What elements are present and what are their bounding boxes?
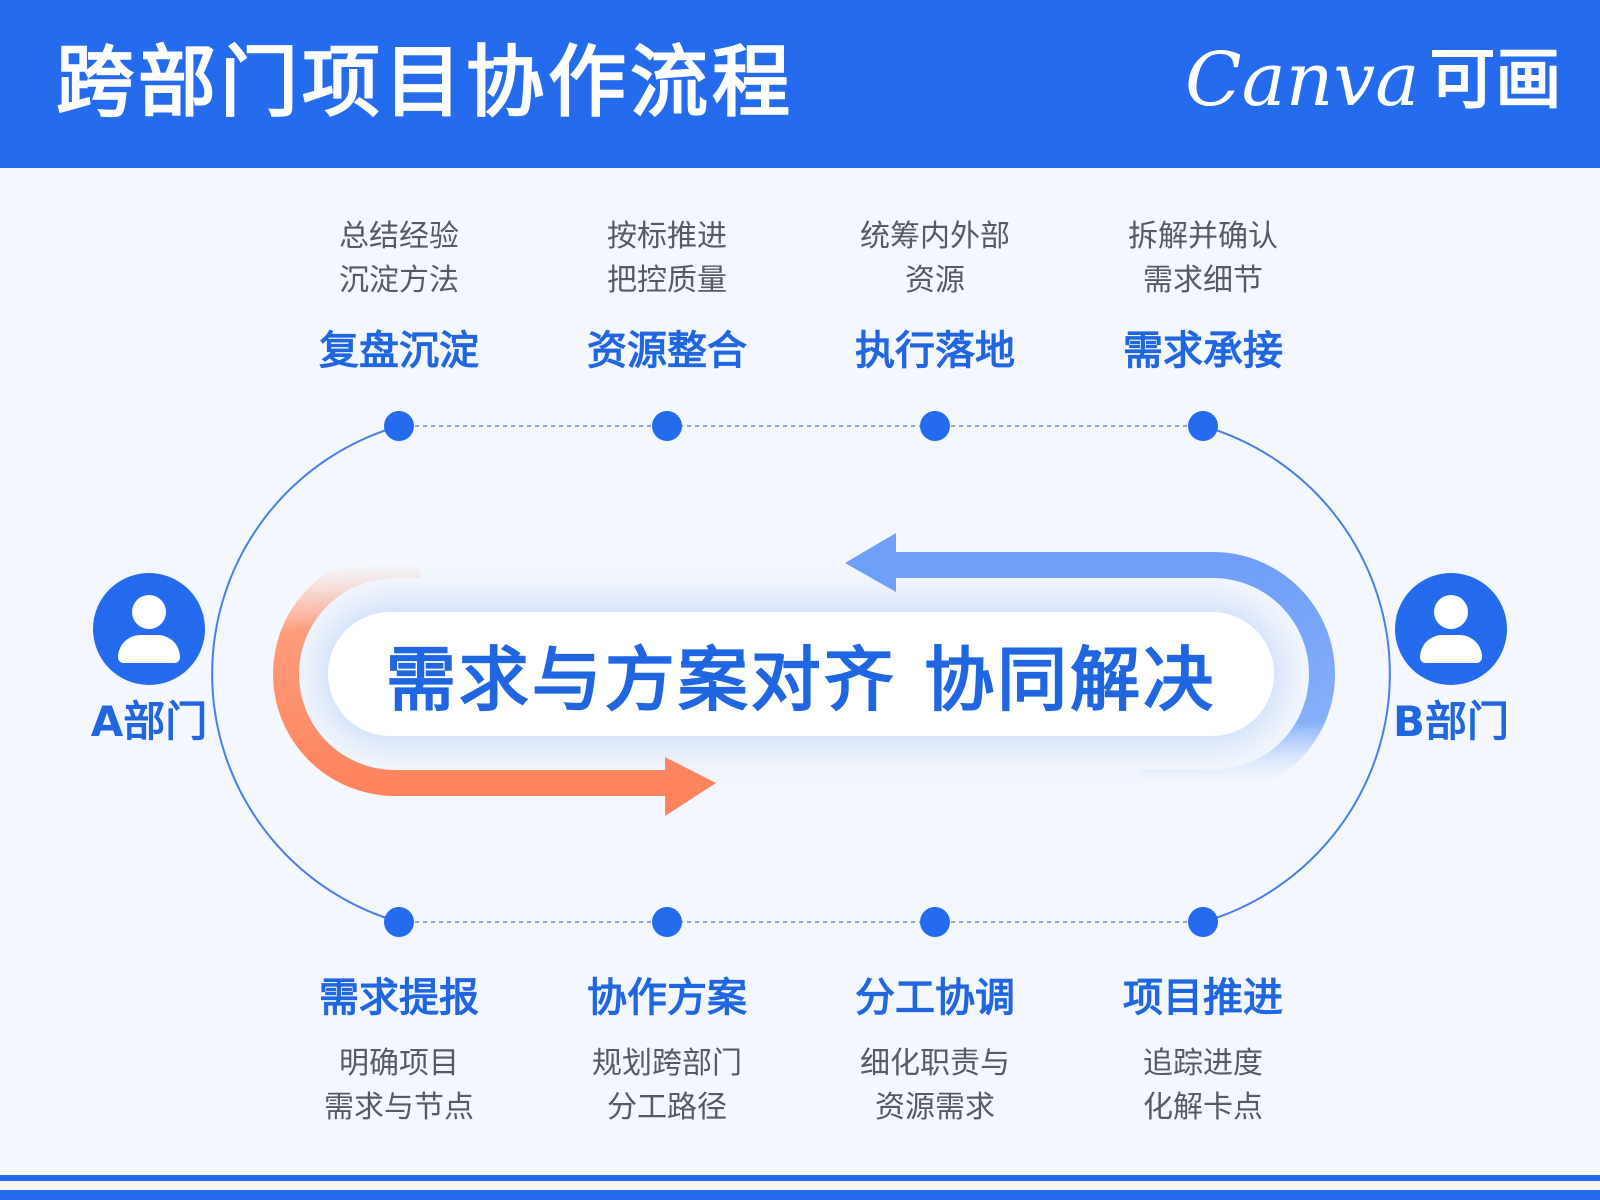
step-node-top-2 [652,411,682,441]
step-title: 复盘沉淀 [319,328,479,374]
step-requirement-submit: 需求提报 明确项目需求与节点 [269,970,529,1130]
loop-left-arc [211,425,400,923]
department-b-label: B部门 [1392,697,1509,746]
step-description: 总结经验沉淀方法 [339,219,459,298]
step-description: 统筹内外部资源 [860,219,1010,298]
person-icon [93,573,205,685]
step-requirement-intake: 拆解并确认需求细节 需求承接 [1073,215,1333,379]
step-title: 项目推进 [1123,975,1283,1021]
brand-logo: Canva 可画 [1185,30,1561,130]
department-a-label: A部门 [90,697,208,746]
step-node-bottom-4 [1188,907,1218,937]
center-goal-pill: 需求与方案对齐 协同解决 [328,612,1274,736]
step-title: 需求提报 [319,975,479,1021]
step-title: 需求承接 [1123,328,1283,374]
blue-arrowhead [845,533,896,592]
step-node-top-4 [1188,411,1218,441]
step-review: 总结经验沉淀方法 复盘沉淀 [269,215,529,379]
person-icon [1395,573,1507,685]
blue-flow-arrow [892,552,1335,796]
brand-name: Canva [1185,37,1420,123]
step-task-coordination: 分工协调 细化职责与资源需求 [805,970,1065,1130]
step-description: 细化职责与资源需求 [860,1046,1010,1125]
department-a: A部门 [69,573,229,747]
step-title: 分工协调 [855,975,1015,1021]
brand-name-cn: 可画 [1429,41,1562,118]
step-node-bottom-1 [384,907,414,937]
step-description: 按标推进把控质量 [607,219,727,298]
step-node-top-3 [920,411,950,441]
page-title: 跨部门项目协作流程 [56,38,795,128]
step-project-advance: 项目推进 追踪进度化解卡点 [1073,970,1333,1130]
orange-flow-arrow [273,552,670,796]
step-node-bottom-3 [920,907,950,937]
step-title: 资源整合 [587,328,747,374]
step-resource-integration: 按标推进把控质量 资源整合 [537,215,797,379]
step-title: 协作方案 [587,975,747,1021]
step-execution: 统筹内外部资源 执行落地 [805,215,1065,379]
step-node-top-1 [384,411,414,441]
step-title: 执行落地 [855,328,1015,374]
orange-arrowhead [665,757,716,816]
center-goal-text: 需求与方案对齐 协同解决 [385,638,1217,721]
step-node-bottom-2 [652,907,682,937]
department-b: B部门 [1371,573,1531,747]
footer-bar [0,1190,1600,1200]
step-description: 明确项目需求与节点 [324,1046,474,1125]
loop-right-arc [1202,425,1391,923]
header-bar: 跨部门项目协作流程 Canva 可画 [0,0,1600,168]
step-description: 规划跨部门分工路径 [592,1046,742,1125]
footer-divider [0,1175,1600,1181]
step-description: 追踪进度化解卡点 [1143,1046,1263,1125]
step-description: 拆解并确认需求细节 [1128,219,1278,298]
step-collaboration-plan: 协作方案 规划跨部门分工路径 [537,970,797,1130]
